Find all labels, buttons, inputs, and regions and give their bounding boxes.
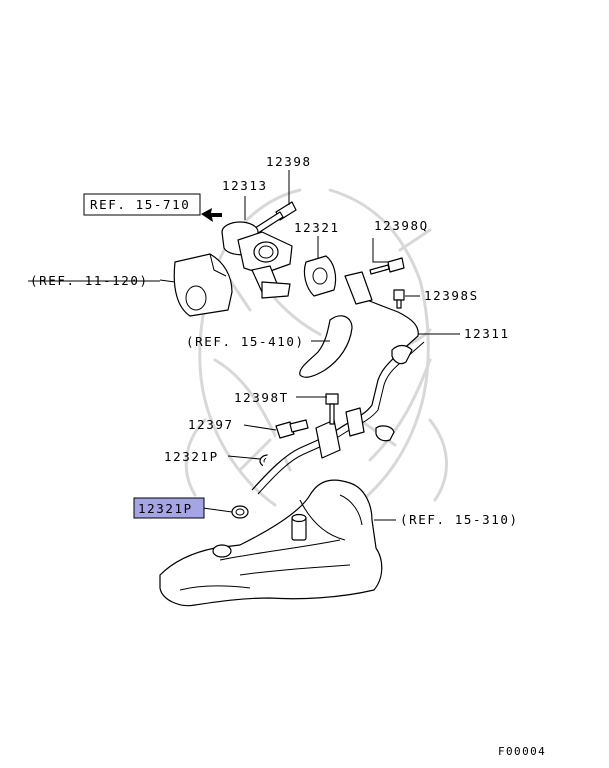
- gasket-12321P-lower[interactable]: [231, 505, 249, 519]
- label-12397[interactable]: 12397: [188, 417, 234, 432]
- label-12398T[interactable]: 12398T: [234, 390, 289, 405]
- label-12321P-upper[interactable]: 12321P: [164, 449, 219, 464]
- label-12321P-selected[interactable]: 12321P: [138, 501, 193, 516]
- ref-11-120[interactable]: (REF. 11-120): [30, 273, 149, 288]
- label-12398S[interactable]: 12398S: [424, 288, 479, 303]
- figure-code: F00004: [498, 745, 546, 758]
- bolt-12398[interactable]: [251, 201, 297, 236]
- bolt-12398S[interactable]: [393, 289, 405, 309]
- egr-valve[interactable]: [221, 221, 293, 299]
- label-12398[interactable]: 12398: [266, 154, 312, 169]
- label-12398Q[interactable]: 12398Q: [374, 218, 429, 233]
- intake-component[interactable]: [173, 253, 233, 317]
- label-12313[interactable]: 12313: [222, 178, 268, 193]
- leader-lines: [28, 170, 460, 521]
- exhaust-manifold[interactable]: [159, 479, 383, 607]
- bolt-12398Q[interactable]: [369, 257, 405, 275]
- selected-part-highlight: [133, 497, 205, 519]
- label-12321[interactable]: 12321: [294, 220, 340, 235]
- coolant-hose[interactable]: [299, 315, 353, 378]
- arrow-ref-15-710: [201, 208, 222, 222]
- bolt-12398T[interactable]: [325, 393, 339, 425]
- ref-15-710-box: [83, 193, 201, 216]
- bolt-12397[interactable]: [275, 419, 309, 439]
- ref-15-710[interactable]: REF. 15-710: [90, 197, 190, 212]
- egr-pipe[interactable]: [251, 271, 425, 495]
- gasket-12321[interactable]: [303, 255, 337, 297]
- ref-15-410[interactable]: (REF. 15-410): [186, 334, 305, 349]
- label-12311[interactable]: 12311: [464, 326, 510, 341]
- ref-15-310[interactable]: (REF. 15-310): [400, 512, 519, 527]
